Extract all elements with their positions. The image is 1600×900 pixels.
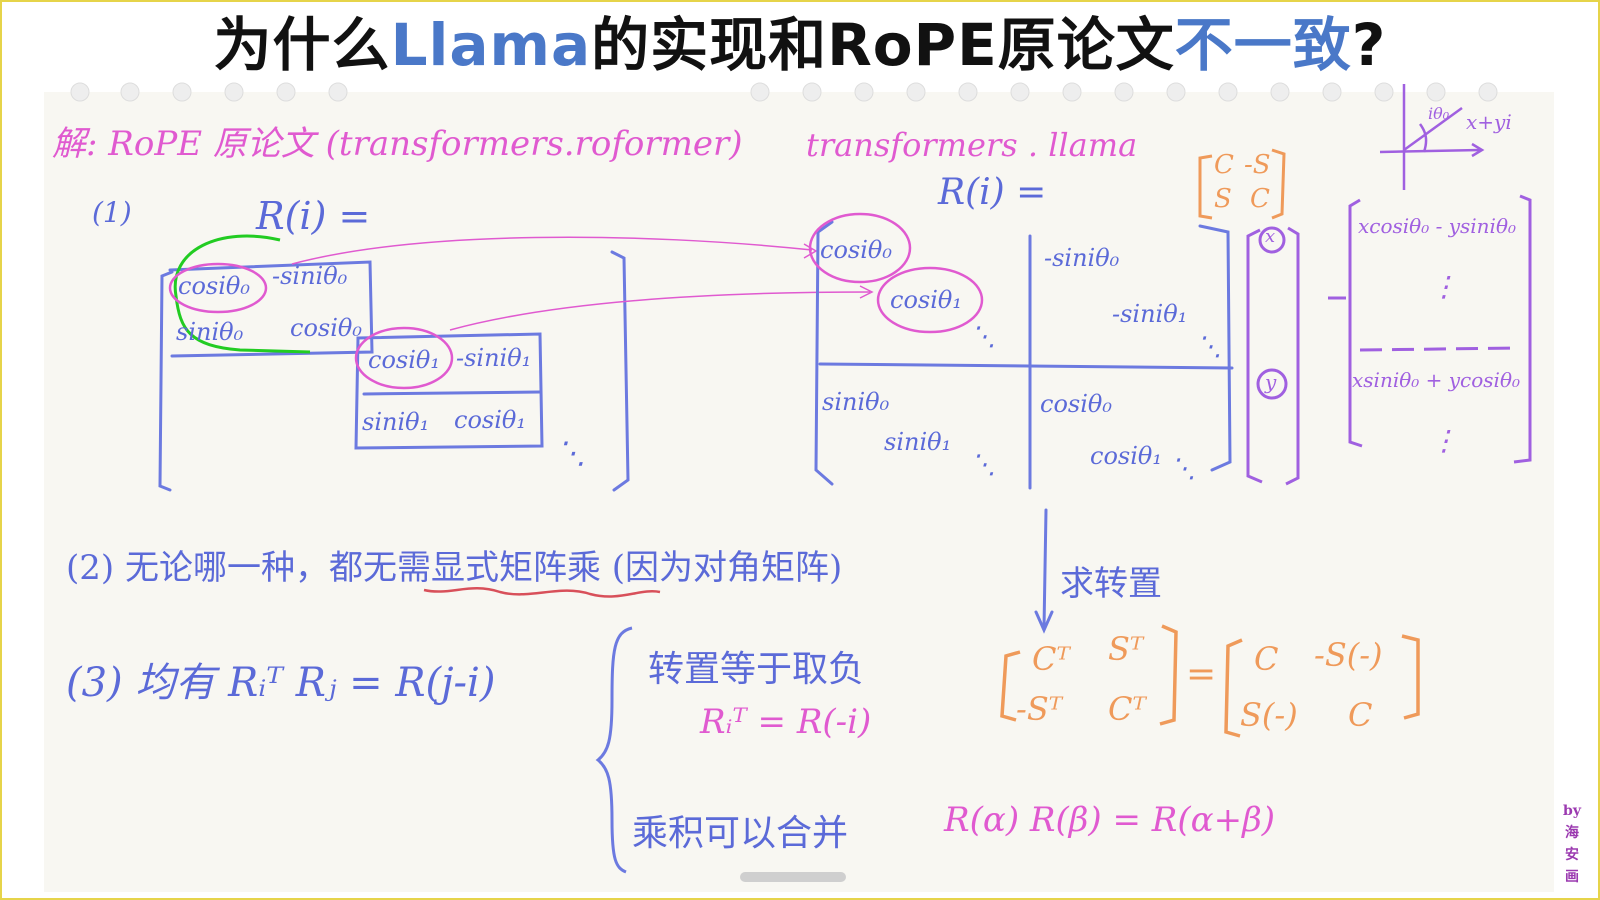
whiteboard <box>44 92 1554 892</box>
vector-y: y <box>1265 370 1277 394</box>
lm-b1-cos-a: cosiθ₁ <box>368 346 440 374</box>
credit-char-2: 安 <box>1565 847 1579 863</box>
brace-item-1-eq: Rᵢᵀ = R(-i) <box>700 702 872 742</box>
tl-negst: -Sᵀ <box>1016 690 1063 728</box>
brace-item-1: 转置等于取负 <box>648 649 865 690</box>
credit-char-3: 画 <box>1565 869 1579 885</box>
complex-label: x+yi <box>1466 110 1512 134</box>
rm-tr-1: -siniθ₁ <box>1112 300 1188 328</box>
lm-dots: ⋱ <box>556 436 586 471</box>
transpose-equals: = <box>1186 654 1217 695</box>
lm-b1-negsin: -siniθ₁ <box>456 344 532 372</box>
heading-left: 解: RoPE 原论文 (transformers.roformer) <box>52 124 743 164</box>
rot-c1: C <box>1214 150 1234 180</box>
tr-negs: -S(-) <box>1314 636 1383 674</box>
tl-ct: Cᵀ <box>1032 640 1070 678</box>
brace-item-2: 乘积可以合并 <box>632 813 849 854</box>
title-part-3: 的实现和RoPE原论文 <box>591 11 1175 79</box>
rm-br-1: cosiθ₁ <box>1090 442 1162 470</box>
rm-tr-dots: ⋱ <box>1196 332 1222 362</box>
r-of-i-left: R(i) = <box>256 194 371 238</box>
tr-c-2: C <box>1348 696 1373 734</box>
result-dots-0: ⋮ <box>1430 270 1458 303</box>
rm-tl-dots: ⋱ <box>970 322 996 352</box>
item-1-label: (1) <box>92 196 132 229</box>
rot-s1: -S <box>1244 150 1271 180</box>
tr-c: C <box>1254 640 1279 678</box>
vector-x: x <box>1265 226 1276 247</box>
item-3-text: (3) 均有 Rᵢᵀ Rⱼ = R(j-i) <box>66 660 496 706</box>
title-question-mark: ? <box>1351 11 1387 79</box>
result-dots-1: ⋮ <box>1430 424 1458 457</box>
rot-c2: C <box>1250 184 1270 214</box>
title-inconsistent: 不一致 <box>1174 11 1352 79</box>
horizontal-scrollbar[interactable] <box>740 872 846 882</box>
lm-b1-cos-b: cosiθ₁ <box>454 406 526 434</box>
rm-bl-0: siniθ₀ <box>822 388 890 416</box>
author-credit: by 海 安 画 <box>1548 800 1596 888</box>
title-part-1: 为什么 <box>213 11 391 79</box>
rm-br-0: cosiθ₀ <box>1040 390 1112 418</box>
rm-tr-0: -siniθ₀ <box>1044 244 1120 272</box>
lm-b0-cos-b: cosiθ₀ <box>290 314 362 342</box>
result-row-1: xsiniθ₀ + ycosiθ₀ <box>1352 368 1521 392</box>
transpose-label: 求转置 <box>1060 564 1162 604</box>
brace-item-2-eq: R(α) R(β) = R(α+β) <box>944 800 1276 840</box>
credit-by: by <box>1563 803 1581 819</box>
tl-st: Sᵀ <box>1108 630 1144 668</box>
heading-right: transformers . llama <box>806 126 1138 164</box>
r-of-i-right: R(i) = <box>938 172 1047 213</box>
rm-bl-dots: ⋱ <box>970 450 996 480</box>
item-2-text: (2) 无论哪一种，都无需显式矩阵乘 (因为对角矩阵) <box>66 548 843 588</box>
credit-char-1: 海 <box>1565 825 1579 841</box>
result-row-0: xcosiθ₀ - ysiniθ₀ <box>1358 214 1517 238</box>
title-llama: Llama <box>390 11 592 79</box>
angle-label: iθ₀ <box>1428 104 1450 123</box>
lm-b0-negsin: -siniθ₀ <box>272 262 348 290</box>
lm-b0-sin: siniθ₀ <box>176 318 244 346</box>
tr-s: S(-) <box>1240 696 1298 734</box>
rot-s2: S <box>1214 184 1232 214</box>
page-title: 为什么Llama的实现和RoPE原论文不一致? <box>0 2 1600 88</box>
rm-bl-1: siniθ₁ <box>884 428 952 456</box>
tl-ct-2: Cᵀ <box>1108 690 1146 728</box>
rm-tl-1: cosiθ₁ <box>890 286 962 314</box>
rm-br-dots: ⋱ <box>1170 454 1196 484</box>
lm-b0-cos-a: cosiθ₀ <box>178 272 250 300</box>
rm-tl-0: cosiθ₀ <box>820 236 892 264</box>
lm-b1-sin: siniθ₁ <box>362 408 430 436</box>
